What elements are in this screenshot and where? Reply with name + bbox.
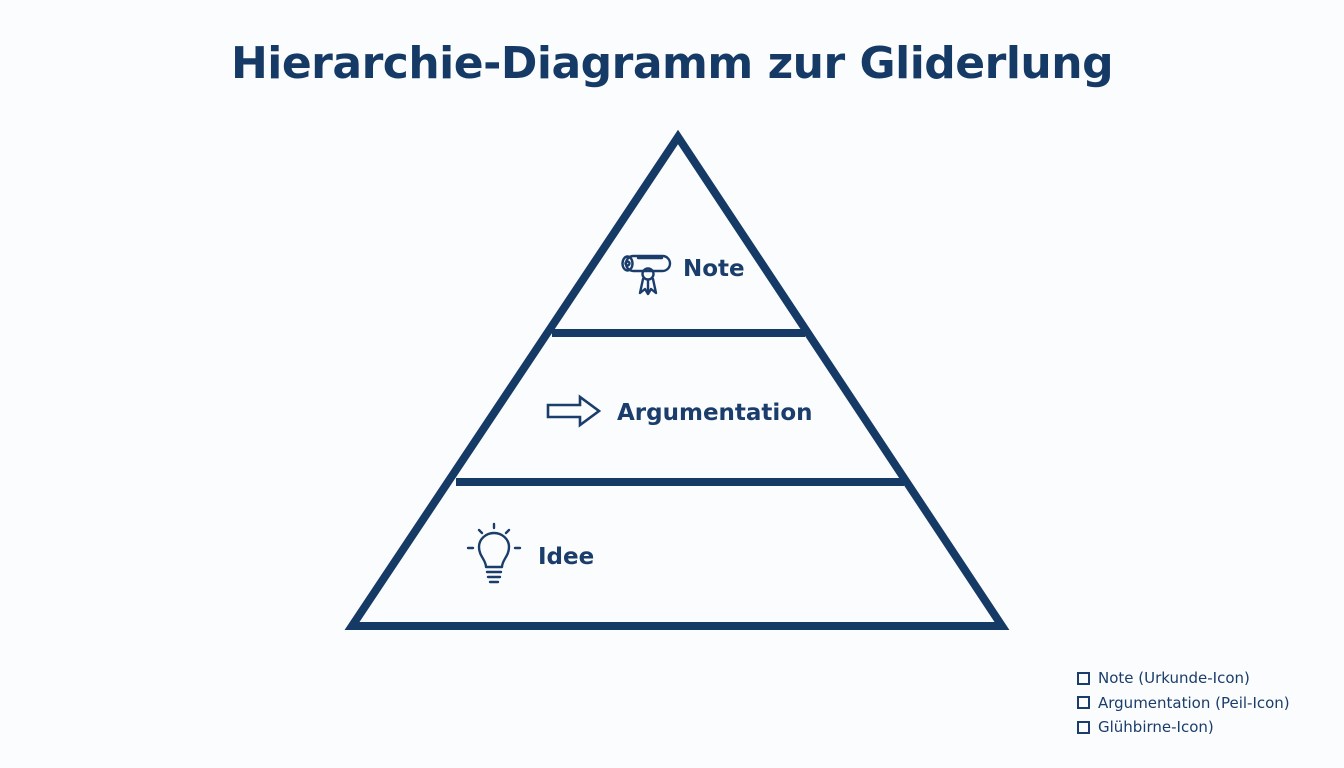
arrow-right-icon: [546, 394, 602, 428]
legend-item-argumentation[interactable]: Argumentation (Peil-Icon): [1077, 691, 1290, 716]
pyramid-level-note: Note: [621, 254, 745, 296]
checkbox-icon[interactable]: [1077, 720, 1090, 734]
legend-item-note[interactable]: Note (Urkunde-Icon): [1077, 666, 1290, 691]
checkbox-icon[interactable]: [1077, 671, 1090, 685]
checkbox-icon[interactable]: [1077, 696, 1090, 710]
level-label-idee: Idee: [538, 544, 594, 570]
legend-label: Note (Urkunde-Icon): [1098, 669, 1250, 688]
diploma-scroll-icon: [621, 254, 672, 296]
level-label-note: Note: [683, 256, 745, 282]
legend-item-gluehbirne[interactable]: Glühbirne-Icon): [1077, 715, 1290, 740]
lightbulb-icon: [466, 522, 522, 584]
level-label-argumentation: Argumentation: [617, 400, 813, 426]
pyramid-level-idee: Idee: [466, 522, 594, 584]
pyramid-level-argumentation: Argumentation: [546, 394, 813, 428]
pyramid-outline: [344, 129, 1010, 630]
legend-label: Argumentation (Peil-Icon): [1098, 693, 1290, 712]
legend: Note (Urkunde-Icon) Argumentation (Peil-…: [1077, 666, 1290, 740]
page-title: Hierarchie-Diagramm zur Gliderlung: [230, 38, 1114, 89]
legend-label: Glühbirne-Icon): [1098, 718, 1214, 737]
